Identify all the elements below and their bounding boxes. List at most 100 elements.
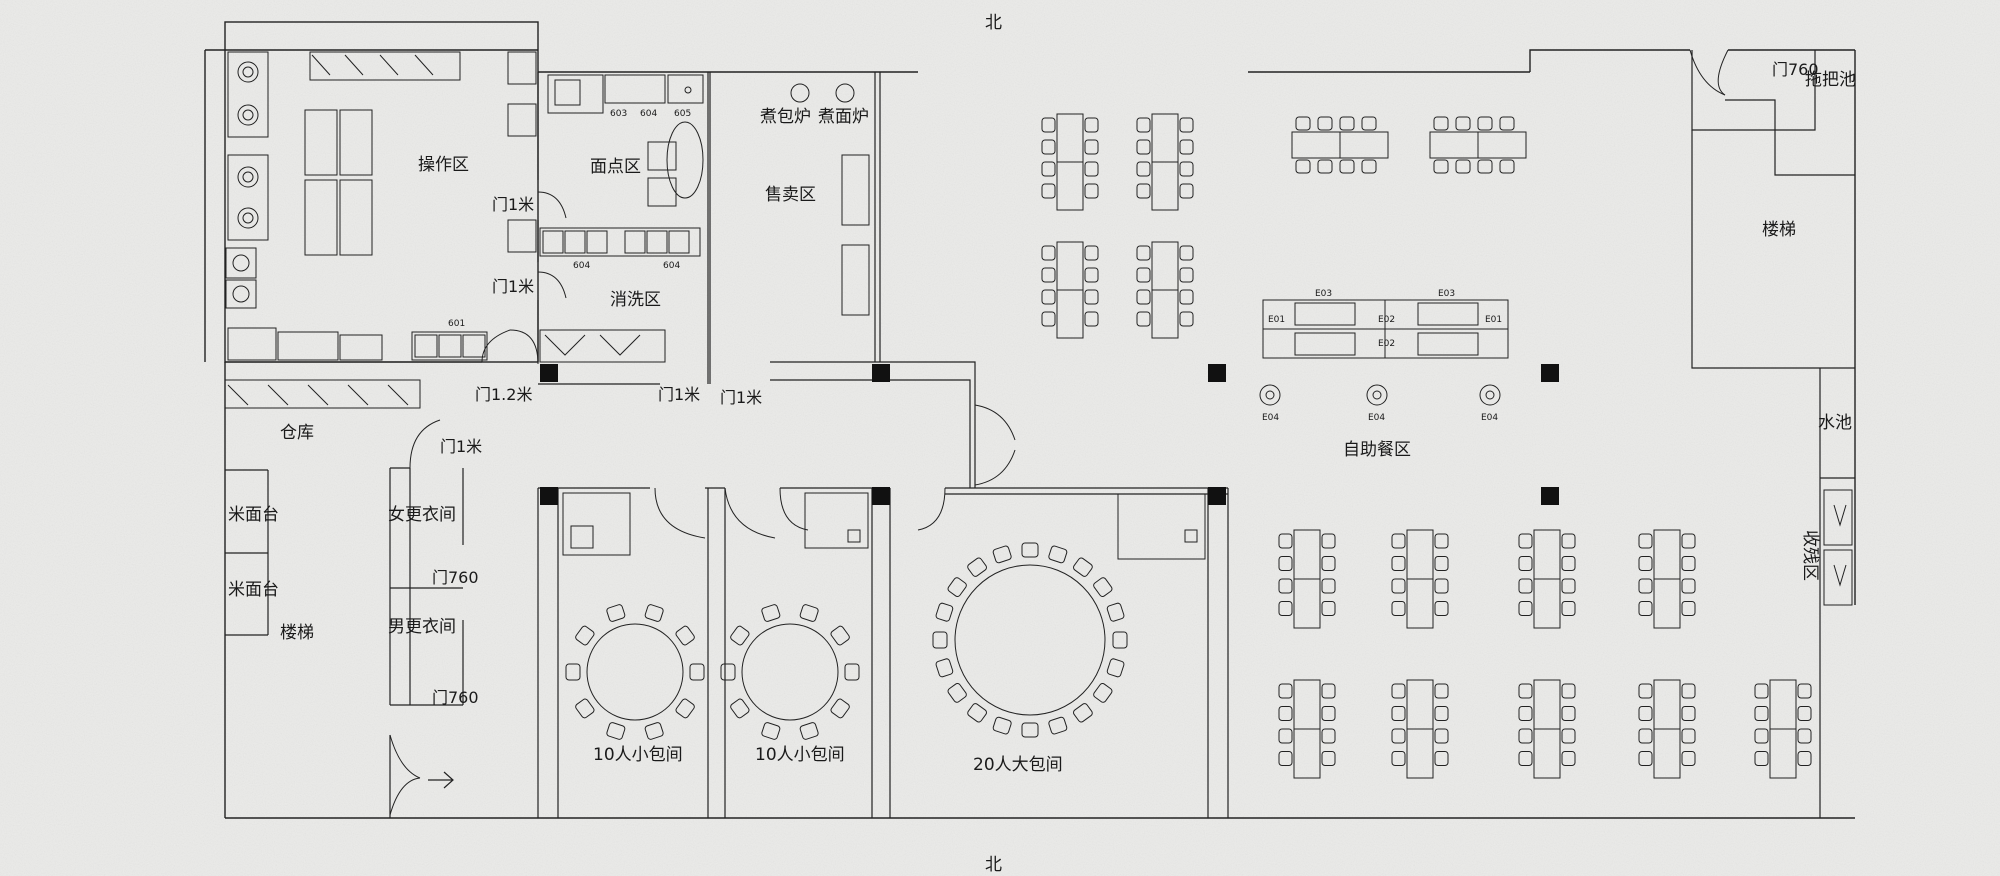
chair [1681,683,1696,699]
chair [1361,159,1377,174]
room-label-noodle-stove: 煮面炉 [818,107,869,127]
chair [1638,533,1653,549]
room-label-small-room-1: 10人小包间 [593,745,683,765]
room-label-men-locker: 男更衣间 [388,617,456,637]
chair [644,604,664,622]
chair [1179,117,1194,133]
chair [1179,311,1194,327]
chair [1518,533,1533,549]
chair [606,722,626,740]
chair [1499,159,1515,174]
chair [1278,751,1293,766]
chair [1048,716,1068,735]
chair [1106,658,1125,678]
chair [1754,751,1769,766]
chair [1499,116,1515,131]
chair [1434,578,1449,594]
chair [1179,183,1194,199]
chair [1317,116,1333,131]
equipment-code-e9: E04 [1481,413,1498,423]
room-label-stairs-right: 楼梯 [1762,220,1796,240]
chair [1321,728,1336,744]
chair [1112,631,1128,649]
room-label-large-room: 20人大包间 [973,755,1063,775]
door-swings [389,49,1729,816]
room-label-buffet: 自助餐区 [1343,440,1411,460]
chair [1681,533,1696,549]
chair [1041,267,1056,283]
chair [947,683,967,703]
equipment-code-c1: 603 [610,109,627,119]
chair [1681,751,1696,766]
chair [644,722,664,740]
outer-walls [204,21,1856,819]
room-label-operation: 操作区 [418,155,469,175]
chair [1084,245,1099,261]
chair [799,604,819,622]
chair [1093,683,1113,703]
chair [1434,556,1449,571]
chair [1278,533,1293,549]
chair [1638,728,1653,744]
door-label-d9: 门760 [1772,60,1819,79]
chair [1041,245,1056,261]
chair [1477,159,1493,174]
room-label-sales: 售卖区 [765,185,816,205]
kitchen-equipment [224,51,870,409]
room-label-tray-return: 收残区 [1800,530,1820,581]
room-label-women-locker: 女更衣间 [388,505,456,525]
chair [1797,683,1812,699]
chair [1136,311,1151,327]
room-label-small-room-2: 10人小包间 [755,745,845,765]
door-label-d7: 门760 [432,568,479,587]
chair [1797,751,1812,766]
chair [1681,556,1696,571]
equipment-code-c5: 604 [663,261,680,271]
chair [1136,161,1151,177]
room-label-pastry: 面点区 [590,157,641,177]
chair [1391,728,1406,744]
room-label-rice-table-1: 米面台 [228,505,279,525]
chair [1295,116,1311,131]
chair [1084,139,1099,155]
chair [1754,706,1769,721]
chair [1433,116,1449,131]
chair [1434,601,1449,616]
chair [1434,683,1449,699]
equipment-code-e3: E01 [1268,315,1285,325]
equipment-code-c6: 601 [448,319,465,329]
door-label-d2: 门1米 [492,277,534,296]
chair [1754,728,1769,744]
chair [992,716,1012,735]
chair [844,663,860,681]
chair [1321,751,1336,766]
chair [1321,706,1336,721]
chair [565,663,581,681]
chair [730,625,750,646]
chair [1278,556,1293,571]
door-label-d4: 门1米 [658,385,700,404]
room-label-sink: 水池 [1818,413,1852,433]
chair [1136,183,1151,199]
chair [1561,683,1576,699]
chair [1561,706,1576,721]
chair [1681,601,1696,616]
chair [730,698,750,719]
chair [675,625,695,646]
chair [1391,601,1406,616]
chair [1638,683,1653,699]
chair [761,722,781,740]
chair [689,663,705,681]
chair [1295,159,1311,174]
chair [799,722,819,740]
chair [1561,556,1576,571]
chair [1048,545,1068,564]
chair [1321,533,1336,549]
chair [1041,161,1056,177]
chair [761,604,781,622]
chair [1434,751,1449,766]
chair [1278,728,1293,744]
columns [540,364,1559,505]
